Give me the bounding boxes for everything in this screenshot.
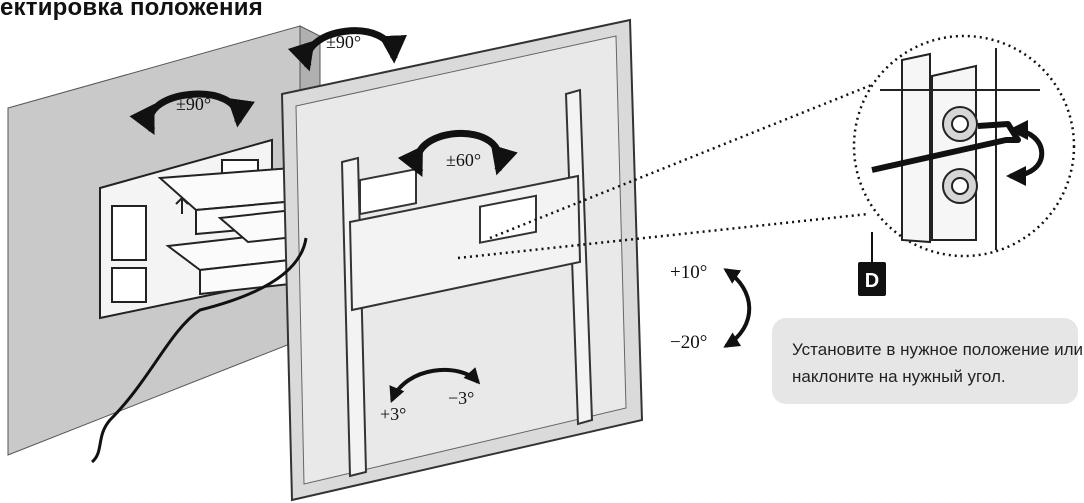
instruction-line-2: наклоните на нужный угол. [792,367,1006,386]
tool-d-badge: D [858,262,886,296]
level-arrow [389,367,481,403]
top-swivel-label: ±90° [326,32,361,52]
instruction-callout: Установите в нужное положение или наклон… [772,318,1084,404]
tilt-up-label: +10° [670,262,707,283]
detail-magnifier [852,34,1076,262]
tilt-arrow [723,268,752,348]
page-title: ектировка положения [0,0,263,21]
level-right-label: −3° [448,388,474,408]
rotation-arrow-top [287,27,407,72]
tv-rotation-label: ±60° [446,150,481,170]
bolt-icon [942,106,978,204]
tool-d-label: D [865,270,879,292]
level-left-label: +3° [380,404,406,424]
magnifier-leader-lines [457,82,875,260]
tilt-down-label: −20° [670,332,707,353]
turn-arrow-icon [1006,120,1045,186]
rotation-arrow-tv [397,129,518,178]
rotation-arrow-left [129,90,255,136]
power-cable [90,237,308,464]
tv-bracket [340,88,594,478]
left-swivel-label: ±90° [176,94,211,114]
instruction-line-1: Установите в нужное положение или [792,340,1084,359]
